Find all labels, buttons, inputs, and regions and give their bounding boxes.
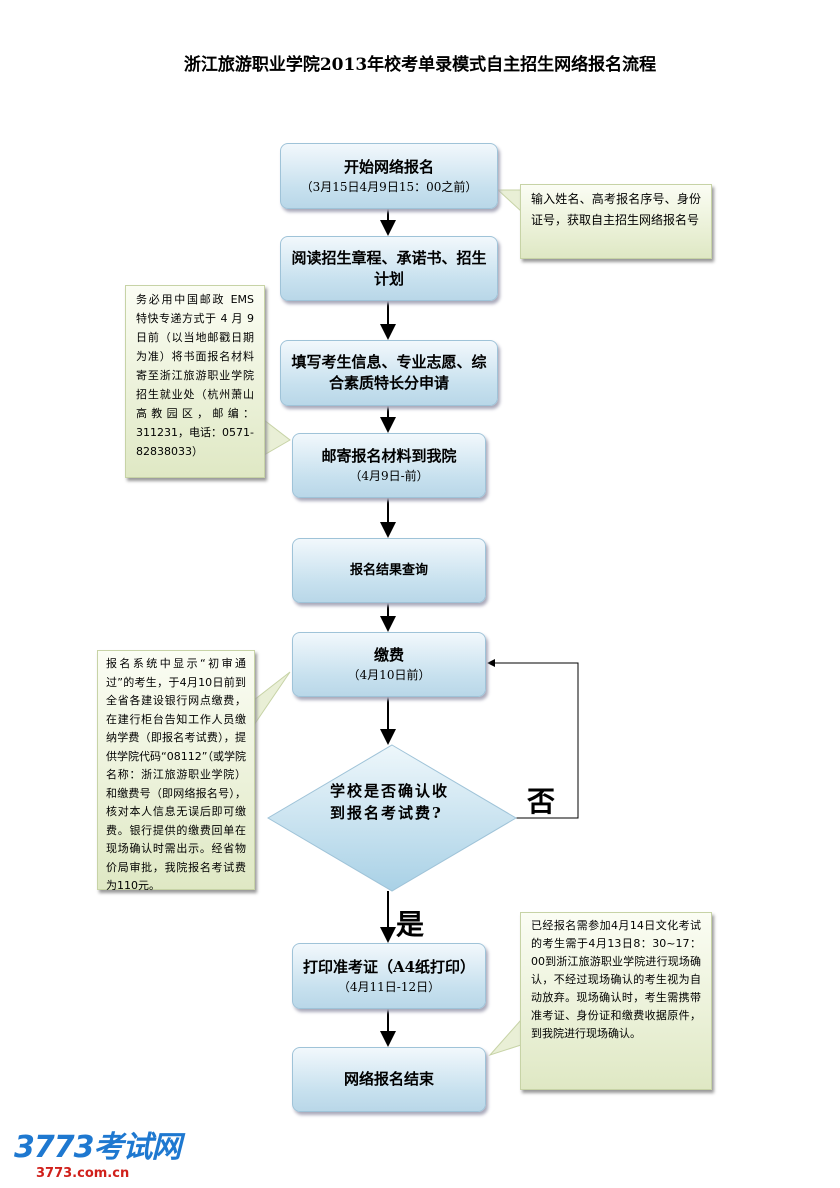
yes-label: 是 <box>396 908 425 941</box>
step-title: 开始网络报名 <box>343 157 434 176</box>
callout-pointer <box>496 189 523 214</box>
step-end: 网络报名结束 <box>292 1047 486 1112</box>
step-title: 缴费 <box>373 646 404 664</box>
note-mailing: 务必用中国邮政 EMS 特快专递方式于 4 月 9 日前（以当地邮戳日期为准）将… <box>125 285 265 478</box>
callout-pointer <box>253 671 291 727</box>
step-query-result: 报名结果查询 <box>292 538 486 603</box>
step-title: 打印准考证（A4纸打印） <box>302 957 476 976</box>
step-date: （4月10日前） <box>347 668 431 682</box>
step-title: 网络报名结束 <box>343 1070 434 1088</box>
callout-pointer <box>488 1018 522 1057</box>
step-fill-info: 填写考生信息、专业志愿、综合素质特长分申请 <box>280 340 498 406</box>
step-date: （4月11日-12日） <box>337 979 441 994</box>
step-title: 填写考生信息、专业志愿、综合素质特长分申请 <box>291 353 487 392</box>
decision-text: 学校是否确认收到报名考试费? <box>330 782 450 822</box>
step-mail-materials: 邮寄报名材料到我院 （4月9日-前） <box>292 433 486 498</box>
step-date: （3月15日4月9日15：00之前） <box>300 179 478 194</box>
note-payment: 报名系统中显示“初审通过”的考生，于4月10日前到全省各建设银行网点缴费，在建行… <box>97 650 255 892</box>
step-title: 阅读招生章程、承诺书、招生计划 <box>291 248 487 288</box>
step-print-ticket: 打印准考证（A4纸打印） （4月11日-12日） <box>292 943 486 1009</box>
logo-url: 3773.com.cn <box>36 1166 130 1181</box>
loop-back-arrow <box>487 659 579 819</box>
step-title: 邮寄报名材料到我院 <box>321 447 457 465</box>
step-read-rules: 阅读招生章程、承诺书、招生计划 <box>280 236 498 301</box>
note-confirmation: 已经报名需参加4月14日文化考试的考生需于4月13日8：30~17：00到浙江旅… <box>520 912 712 1090</box>
step-payment: 缴费 （4月10日前） <box>292 632 486 697</box>
step-start-registration: 开始网络报名 （3月15日4月9日15：00之前） <box>280 143 498 209</box>
step-date: （4月9日-前） <box>349 469 429 483</box>
page-title: 浙江旅游职业学院2013年校考单录模式自主招生网络报名流程 <box>183 55 657 75</box>
step-title: 报名结果查询 <box>349 563 428 578</box>
note-registration: 输入姓名、高考报名序号、身份证号，获取自主招生网络报名号 <box>520 184 712 259</box>
no-label: 否 <box>527 785 556 818</box>
logo-text: 3773考试网 <box>14 1130 181 1165</box>
callout-pointer <box>263 418 291 456</box>
decision-diamond <box>267 744 517 892</box>
